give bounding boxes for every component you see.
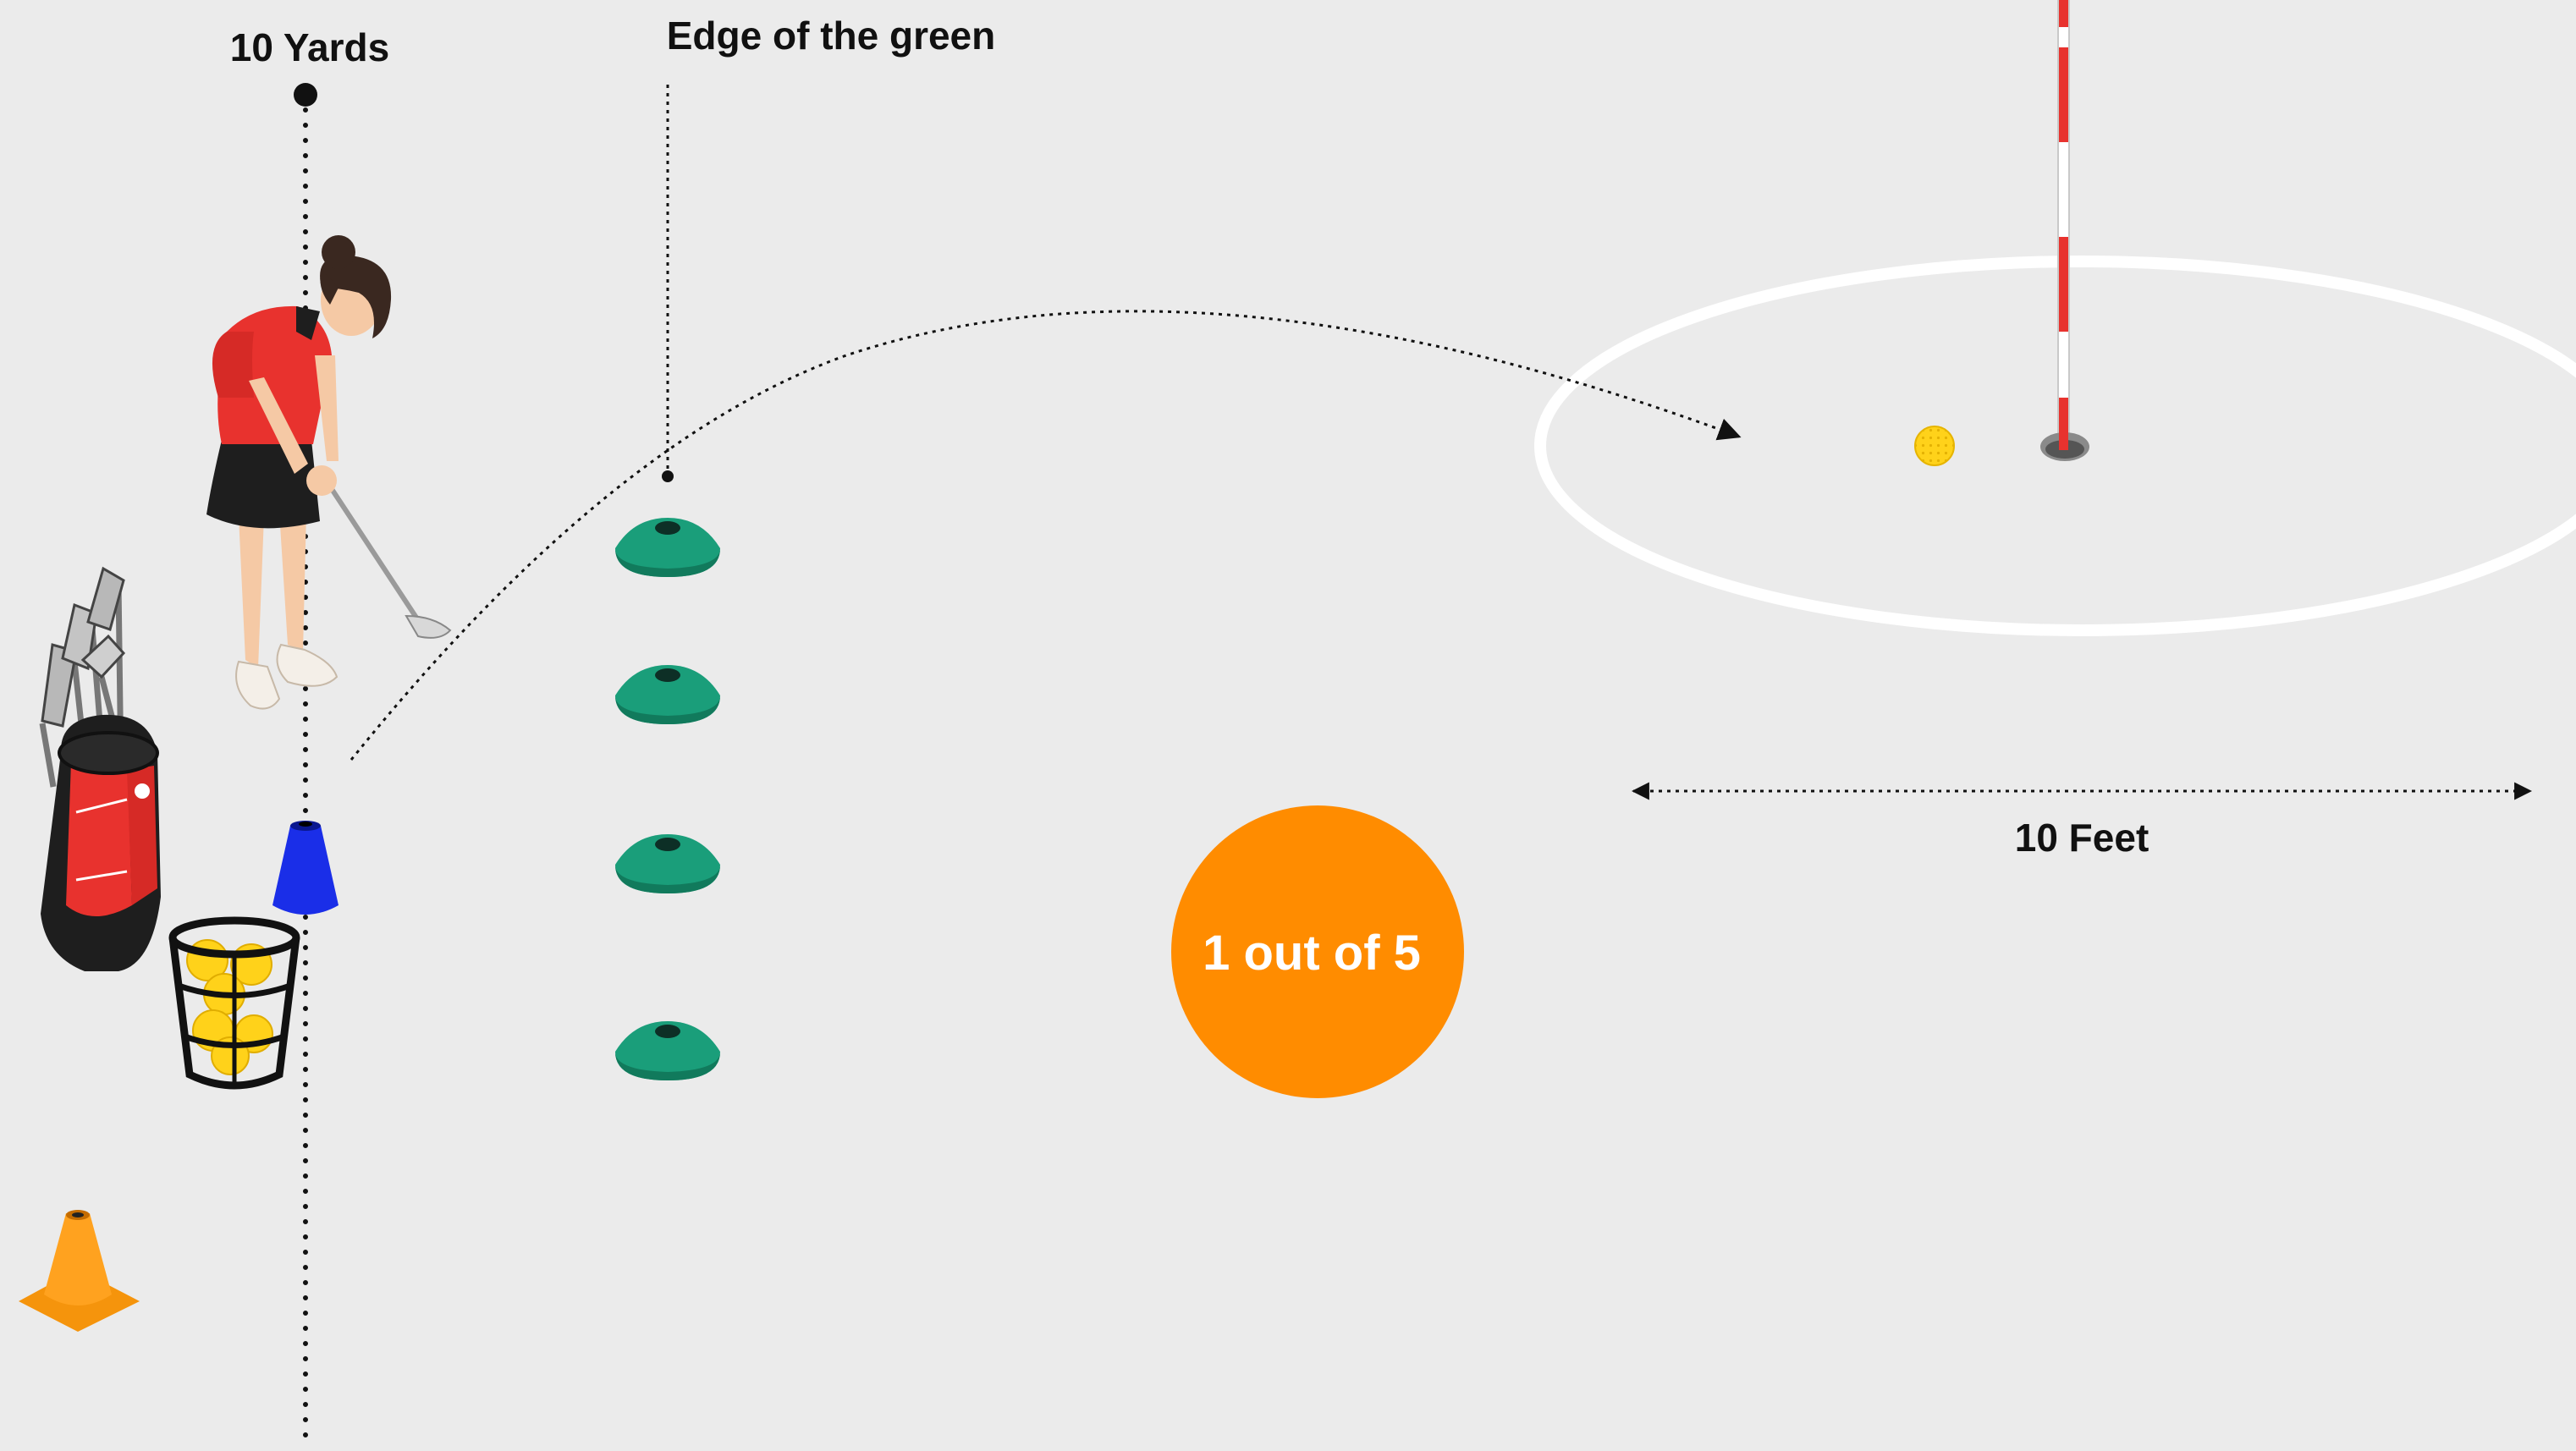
radius-dimension-label: 10 Feet	[2015, 816, 2149, 860]
disc-cone-icon	[615, 834, 720, 893]
disc-cone-icon	[615, 665, 720, 724]
ball-basket-icon	[173, 921, 296, 1087]
score-badge-label: 1 out of 5	[1203, 926, 1421, 981]
golf-ball-icon	[1915, 426, 1954, 465]
yardage-line-endpoint	[294, 83, 317, 107]
disc-cone-icon	[615, 518, 720, 577]
green-edge-label: Edge of the green	[667, 14, 995, 58]
golfer-icon	[206, 235, 450, 709]
flagstick-icon	[2058, 0, 2069, 442]
yardage-label: 10 Yards	[230, 25, 389, 69]
traffic-cone-icon	[19, 1210, 140, 1332]
golf-bag-icon	[41, 569, 161, 971]
yardage-line	[294, 83, 317, 1447]
blue-cone-icon	[272, 821, 339, 915]
shot-trajectory	[351, 311, 1739, 760]
green-edge-indicator	[662, 85, 674, 482]
green-edge-point	[662, 470, 674, 482]
disc-cone-icon	[615, 1021, 720, 1080]
hole-icon	[2040, 423, 2089, 461]
